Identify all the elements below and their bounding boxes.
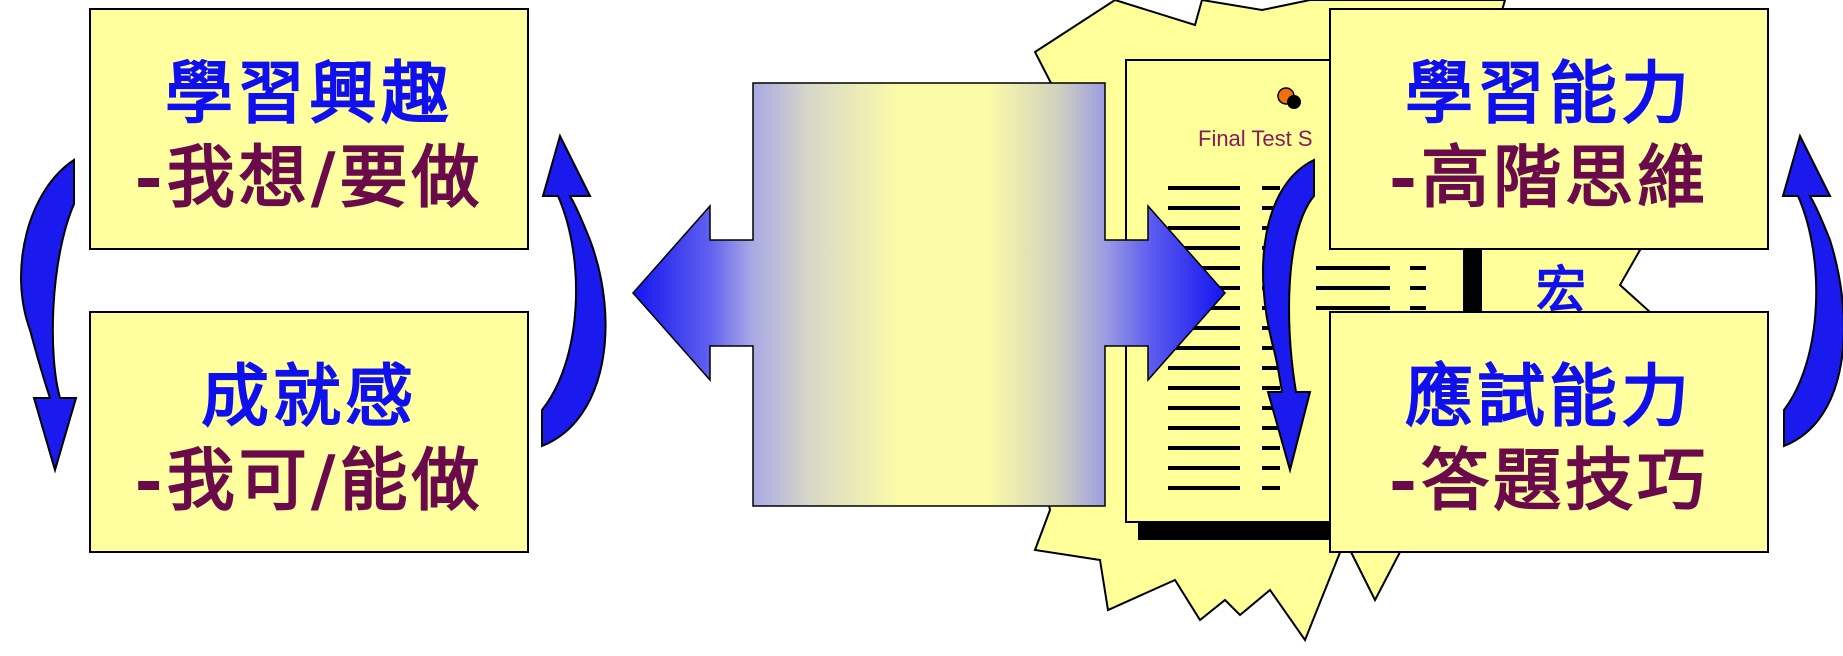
learning-interest-subtitle: -我想/要做 [134, 138, 484, 218]
exam-ability-title: 應試能力 [1404, 357, 1693, 437]
learning-ability-title: 學習能力 [1404, 54, 1693, 134]
test-sheet-dot-icon-2 [1287, 95, 1301, 109]
curved-arrow-center-down-icon [1262, 158, 1315, 474]
achievement-title: 成就感 [200, 357, 417, 437]
curved-arrow-left-down-icon [20, 158, 78, 474]
partial-hidden-label: 宏 [1536, 260, 1586, 319]
achievement-box: 成就感 -我可/能做 [89, 311, 529, 553]
exam-ability-box: 應試能力 -答題技巧 [1329, 311, 1769, 553]
test-sheet-title: Final Test S [1198, 126, 1313, 151]
achievement-subtitle: -我可/能做 [134, 441, 484, 521]
learning-ability-box: 學習能力 -高階思維 [1329, 8, 1769, 250]
learning-interest-box: 學習興趣 -我想/要做 [89, 8, 529, 250]
exam-ability-subtitle: -答題技巧 [1388, 441, 1710, 521]
learning-ability-subtitle: -高階思維 [1388, 138, 1710, 218]
double-headed-arrow-icon [631, 82, 1227, 507]
learning-interest-title: 學習興趣 [164, 54, 453, 134]
curved-arrow-left-up-icon [541, 133, 607, 448]
curved-arrow-right-up-icon [1781, 133, 1843, 448]
